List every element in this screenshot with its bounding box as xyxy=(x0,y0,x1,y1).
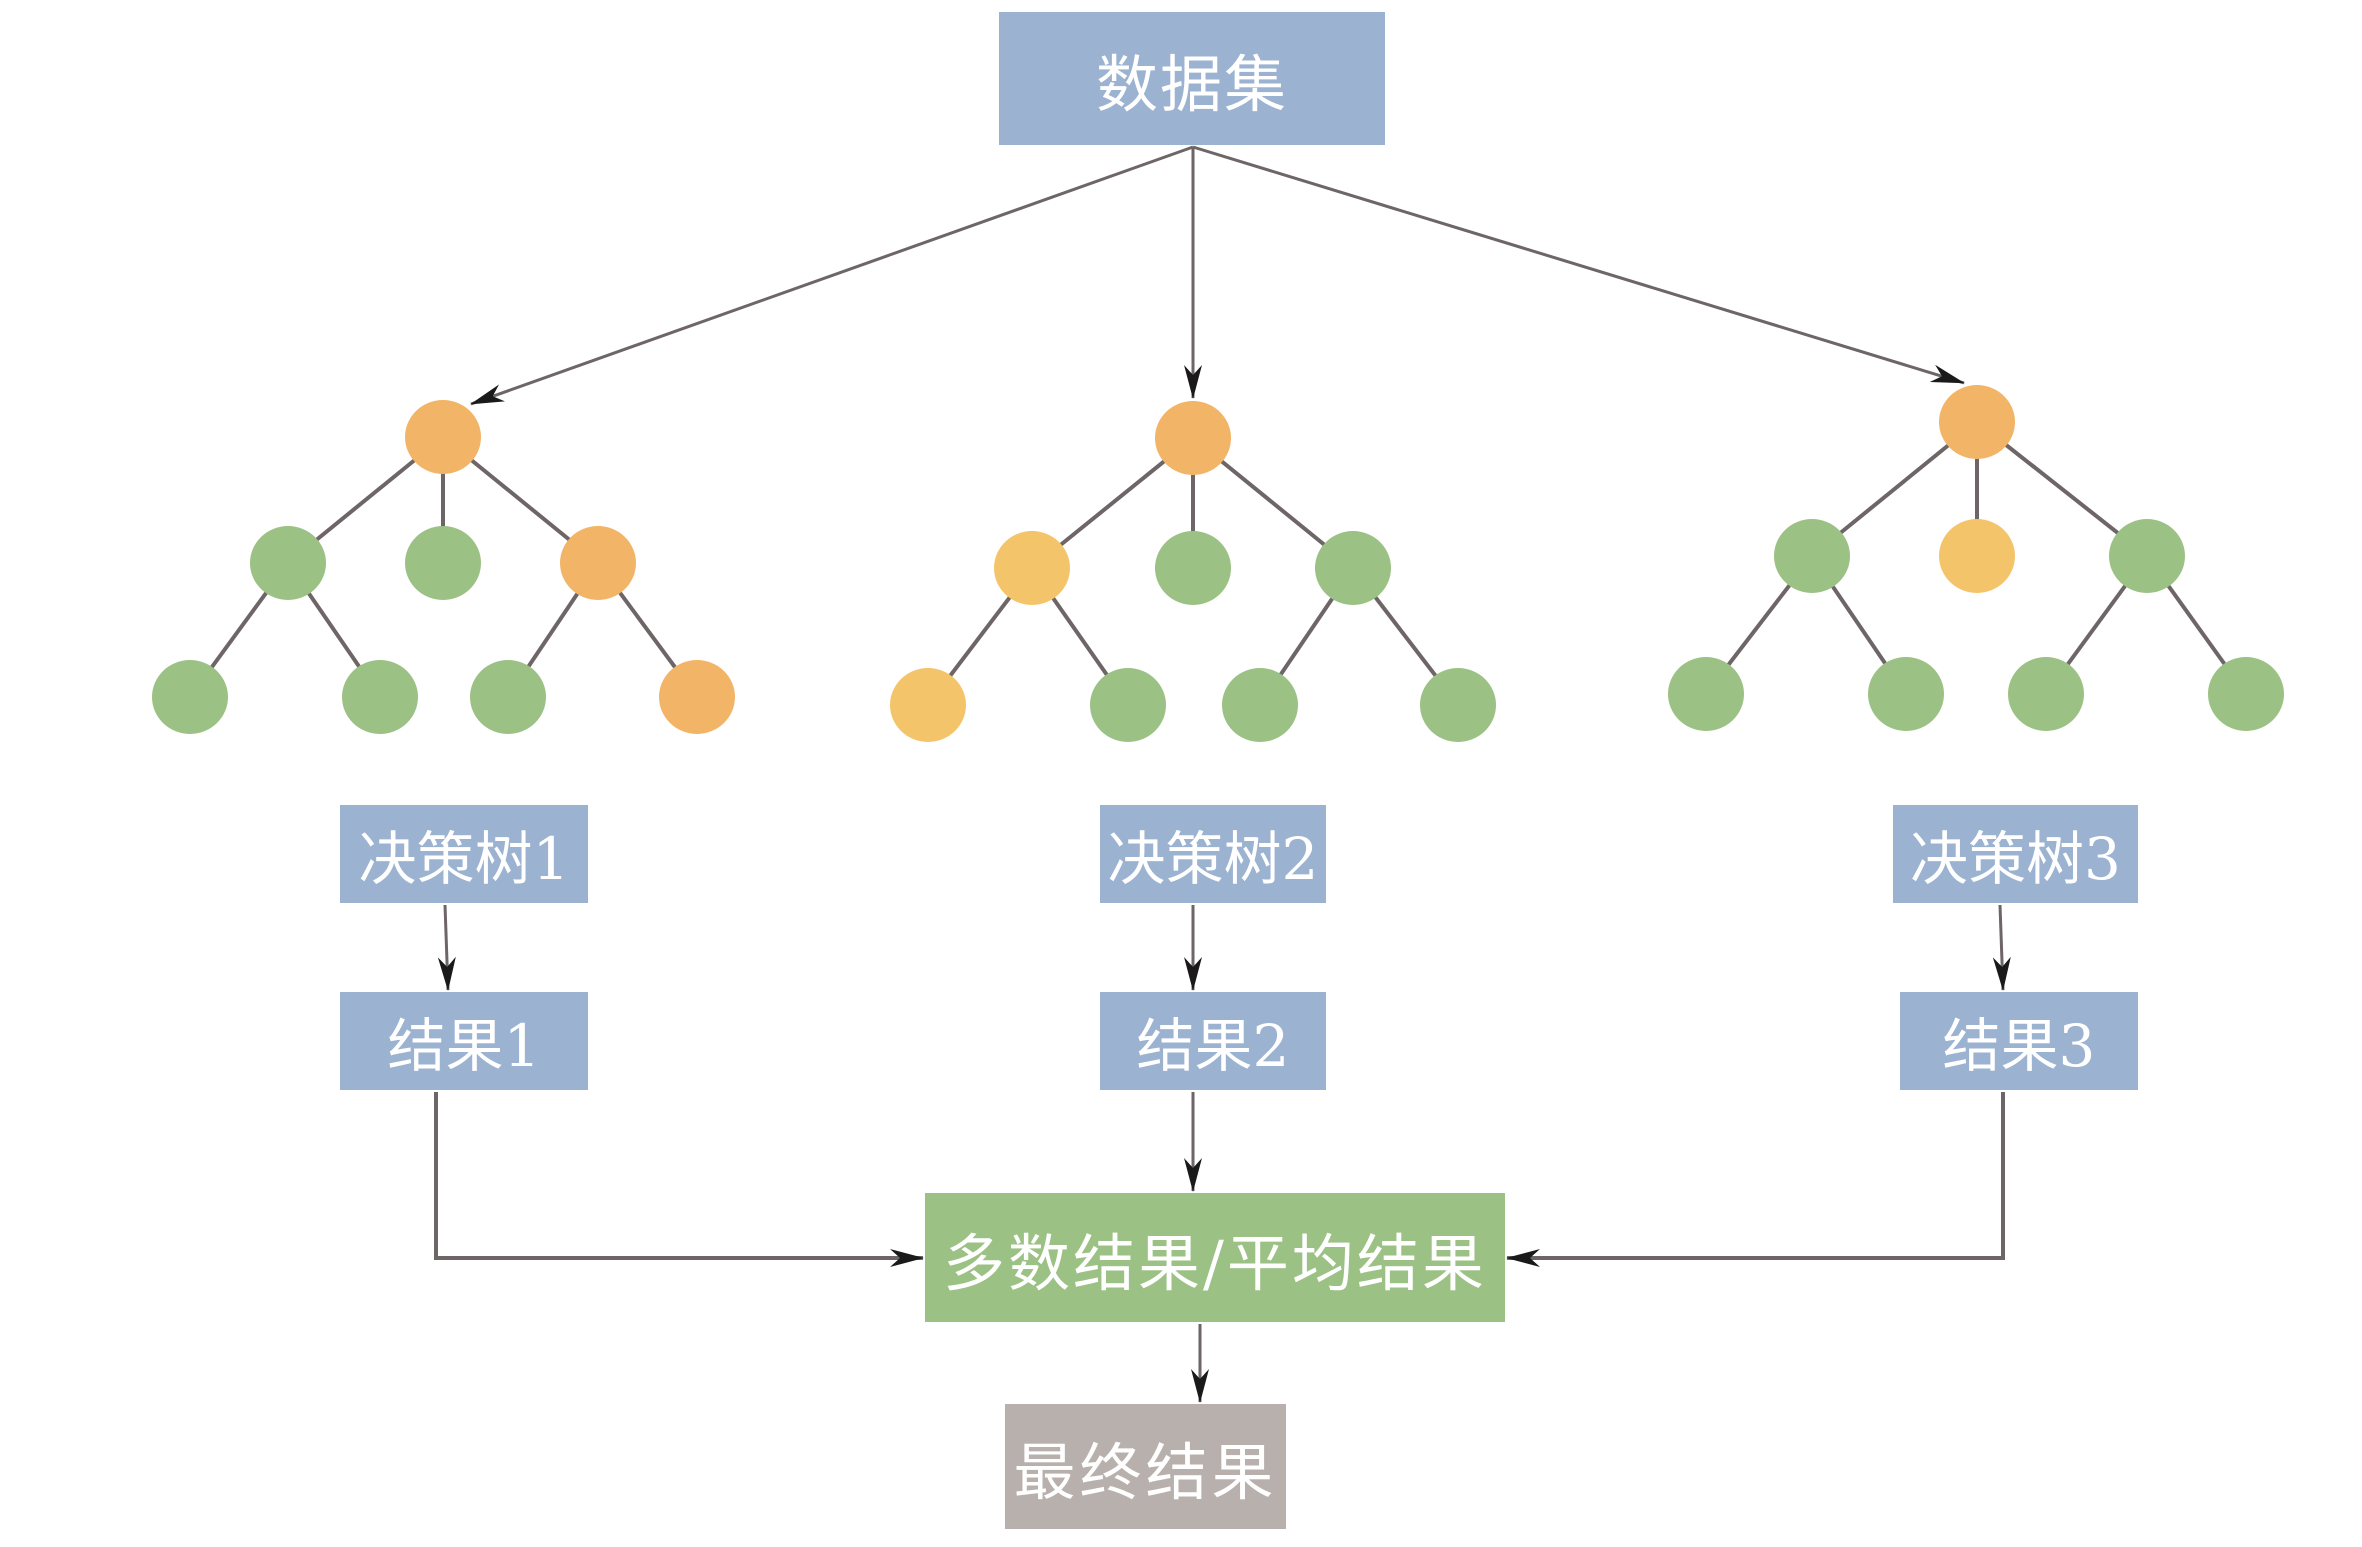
edge-result-3-to-aggregate xyxy=(1506,1092,2005,1267)
tree-3-leaf-node xyxy=(2008,657,2084,731)
result-2-box: 结果2 xyxy=(1100,992,1326,1090)
tree-1-leaf-node xyxy=(659,660,735,734)
edge-dataset-to-tree-3 xyxy=(1192,145,1965,385)
tree-1-leaf-node xyxy=(470,660,546,734)
edge-tree-1-to-result-1 xyxy=(437,904,456,991)
edge-dataset-to-tree-1 xyxy=(470,145,1194,406)
decision-tree-2-box: 决策树2 xyxy=(1100,805,1326,903)
tree-1-leaf-node xyxy=(342,660,418,734)
tree-3-leaf-node xyxy=(2208,657,2284,731)
tree-2-leaf-node xyxy=(1090,668,1166,742)
tree-3-leaf-node xyxy=(1668,657,1744,731)
dataset-label: 数据集 xyxy=(1095,47,1288,121)
decision-tree-2-label: 决策树2 xyxy=(1107,825,1319,893)
result-3-box: 结果3 xyxy=(1900,992,2138,1090)
tree-2-node xyxy=(1155,531,1231,605)
tree-1-node xyxy=(560,526,636,600)
tree-3-leaf-node xyxy=(1868,657,1944,731)
tree-1-leaf-node xyxy=(152,660,228,734)
tree-3-node xyxy=(1774,519,1850,593)
final-result-box: 最终结果 xyxy=(1005,1404,1286,1529)
aggregate-label: 多数结果/平均结果 xyxy=(943,1226,1487,1300)
aggregate-box: 多数结果/平均结果 xyxy=(925,1193,1505,1322)
tree-3-node xyxy=(1939,519,2015,593)
decision-tree-3-box: 决策树3 xyxy=(1893,805,2138,903)
tree-1-root-node xyxy=(405,400,481,474)
tree-3-node xyxy=(2109,519,2185,593)
tree-2-leaf-node xyxy=(1222,668,1298,742)
edge-result-1-to-aggregate xyxy=(434,1092,924,1267)
tree-1-node xyxy=(250,526,326,600)
result-2-label: 结果2 xyxy=(1136,1012,1290,1080)
tree-2-root-node xyxy=(1155,401,1231,475)
decision-tree-1-label: 决策树1 xyxy=(358,825,570,893)
decision-tree-3-label: 决策树3 xyxy=(1910,825,2121,893)
dataset-box: 数据集 xyxy=(999,12,1385,145)
result-3-label: 结果3 xyxy=(1942,1012,2096,1080)
final-result-label: 最终结果 xyxy=(1013,1435,1278,1509)
tree-3-root-node xyxy=(1939,385,2015,459)
tree-1-node xyxy=(405,526,481,600)
tree-2-leaf-node xyxy=(890,668,966,742)
result-1-label: 结果1 xyxy=(387,1012,541,1080)
decision-tree-1-box: 决策树1 xyxy=(340,805,588,903)
result-1-box: 结果1 xyxy=(340,992,588,1090)
tree-2-node xyxy=(1315,531,1391,605)
tree-2-leaf-node xyxy=(1420,668,1496,742)
edge-tree-3-to-result-3 xyxy=(1992,904,2011,991)
tree-2-node xyxy=(994,531,1070,605)
